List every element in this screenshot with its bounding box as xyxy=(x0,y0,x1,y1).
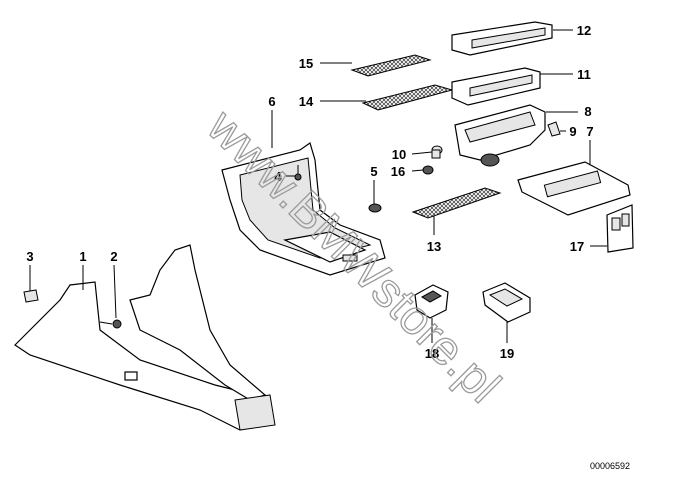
part-13-mat xyxy=(411,187,502,219)
part-5-nut xyxy=(368,203,382,213)
label-10: 10 xyxy=(392,147,406,162)
label-13: 13 xyxy=(427,239,441,254)
reference-number: 00006592 xyxy=(590,461,630,471)
label-18: 18 xyxy=(425,346,439,361)
label-19: 19 xyxy=(500,346,514,361)
label-17: 17 xyxy=(570,239,584,254)
label-7: 7 xyxy=(586,124,593,139)
label-5: 5 xyxy=(370,164,377,179)
label-16: 16 xyxy=(391,164,405,179)
part-3-clip xyxy=(23,289,39,303)
part-18-insert xyxy=(414,284,449,319)
part-10-button xyxy=(431,145,443,159)
label-9: 9 xyxy=(569,124,576,139)
part-7-shift-bezel xyxy=(517,161,631,216)
part-11-tray xyxy=(451,67,541,106)
part-14-mat xyxy=(361,84,454,111)
label-15: 15 xyxy=(299,56,313,71)
part-2-screw xyxy=(99,319,122,329)
label-2: 2 xyxy=(110,249,117,264)
part-6-console-trim xyxy=(221,142,386,276)
part-8-housing xyxy=(454,104,546,167)
part-9-clip xyxy=(547,121,561,137)
label-11: 11 xyxy=(577,67,591,82)
part-16-cap xyxy=(422,165,434,175)
part-4-screw xyxy=(294,165,302,181)
label-8: 8 xyxy=(584,104,591,119)
part-1-lower-trim xyxy=(14,244,276,431)
part-17-frame xyxy=(606,204,634,253)
label-6: 6 xyxy=(268,94,275,109)
part-12-tray xyxy=(451,21,553,56)
leader-lines xyxy=(29,29,607,343)
label-3: 3 xyxy=(26,249,33,264)
part-19-tray xyxy=(482,282,531,323)
label-4: 4 xyxy=(274,169,282,184)
label-12: 12 xyxy=(577,23,591,38)
label-14: 14 xyxy=(299,94,314,109)
part-15-mat xyxy=(350,54,432,77)
label-1: 1 xyxy=(79,249,86,264)
